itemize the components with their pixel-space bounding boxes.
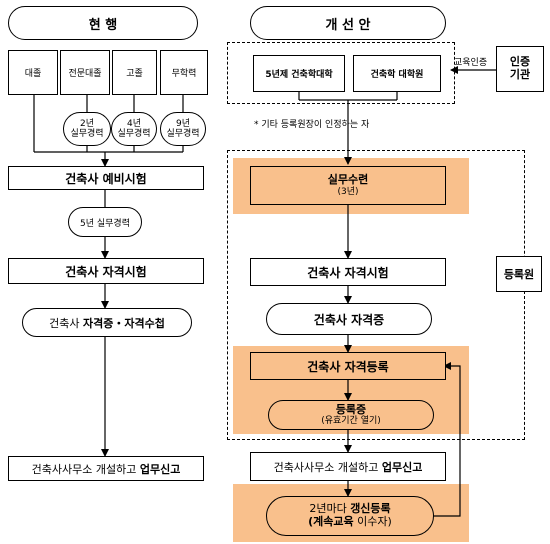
renewal-registration-pill: 2년마다 갱신등록 (계속교육 이수자): [266, 496, 434, 536]
office-proposal-bold: 업무신고: [381, 460, 423, 474]
experience-2yr-years: 2년: [79, 118, 94, 129]
practical-training-duration: (3년): [337, 186, 359, 197]
office-proposal-prefix: 건축사사무소 개설하고: [273, 460, 382, 474]
certificate-pill-proposal: 건축사 자격증: [266, 303, 432, 335]
office-report-box-proposal: 건축사사무소 개설하고 업무신고: [250, 452, 446, 481]
proposal-header: 개 선 안: [250, 6, 446, 40]
preliminary-exam-box: 건축사 예비시험: [8, 166, 204, 190]
experience-5yr-badge: 5년 실무경력: [68, 207, 142, 237]
experience-9yr-label: 실무경력: [166, 129, 200, 139]
registration-card-validity: (유효기간 열기): [321, 416, 381, 427]
registration-card-pill: 등록증 (유효기간 열기): [268, 400, 434, 430]
renewal-line1-prefix: 2년마다: [309, 502, 351, 516]
architecture-graduate-school-box: 건축학 대학원: [353, 55, 441, 92]
renewal-line2-rest: 이수자): [353, 515, 392, 528]
office-current-bold: 업무신고: [139, 462, 181, 476]
renewal-line1-bold: 갱신등록: [350, 502, 391, 516]
office-report-box-current: 건축사사무소 개설하고 업무신고: [8, 456, 204, 481]
experience-9yr-badge: 9년 실무경력: [160, 112, 206, 146]
certification-agency-line2: 기관: [509, 68, 531, 81]
registration-card-title: 등록증: [335, 402, 367, 416]
practical-training-box: 실무수련 (3년): [250, 166, 446, 205]
experience-2yr-label: 실무경력: [70, 129, 104, 139]
experience-9yr-years: 9년: [175, 118, 190, 129]
renewal-line2: (계속교육 이수자): [308, 515, 392, 529]
education-box-high-school: 고졸: [112, 50, 157, 95]
registry-dashed-group: [227, 150, 525, 440]
qualification-exam-box-proposal: 건축사 자격시험: [250, 258, 446, 286]
registry-office-box: 등록원: [496, 256, 542, 292]
certification-agency-line1: 인증: [509, 55, 531, 69]
education-dashed-group: [227, 42, 455, 104]
experience-4yr-years: 4년: [126, 118, 141, 129]
education-accreditation-label: 교육인증: [454, 58, 488, 68]
other-recognized-note: * 기타 등록원장이 인정하는 자: [254, 120, 370, 130]
education-box-no-degree: 무학력: [160, 50, 208, 95]
practical-training-title: 실무수련: [327, 173, 369, 186]
qualification-registration-box: 건축사 자격등록: [250, 352, 446, 380]
certification-agency-box: 인증 기관: [496, 46, 544, 92]
office-current-prefix: 건축사사무소 개설하고: [31, 462, 140, 476]
experience-4yr-badge: 4년 실무경력: [111, 112, 157, 146]
current-header: 현 행: [8, 6, 198, 40]
renewal-line1: 2년마다 갱신등록: [309, 503, 390, 516]
renewal-line2-bold: (계속교육: [308, 515, 354, 528]
education-box-junior-college: 전문대졸: [60, 50, 110, 95]
qualification-exam-box-current: 건축사 자격시험: [8, 258, 204, 284]
five-year-architecture-school-box: 5년제 건축학대학: [253, 55, 345, 92]
certificate-pill-current: 건축사 자격증・자격수첩: [22, 308, 192, 337]
experience-2yr-badge: 2년 실무경력: [63, 112, 111, 146]
experience-4yr-label: 실무경력: [117, 129, 151, 139]
certificate-current-bold: 자격증・자격수첩: [83, 316, 165, 330]
education-box-college: 대졸: [8, 50, 58, 95]
certificate-current-prefix: 건축사: [49, 316, 83, 330]
